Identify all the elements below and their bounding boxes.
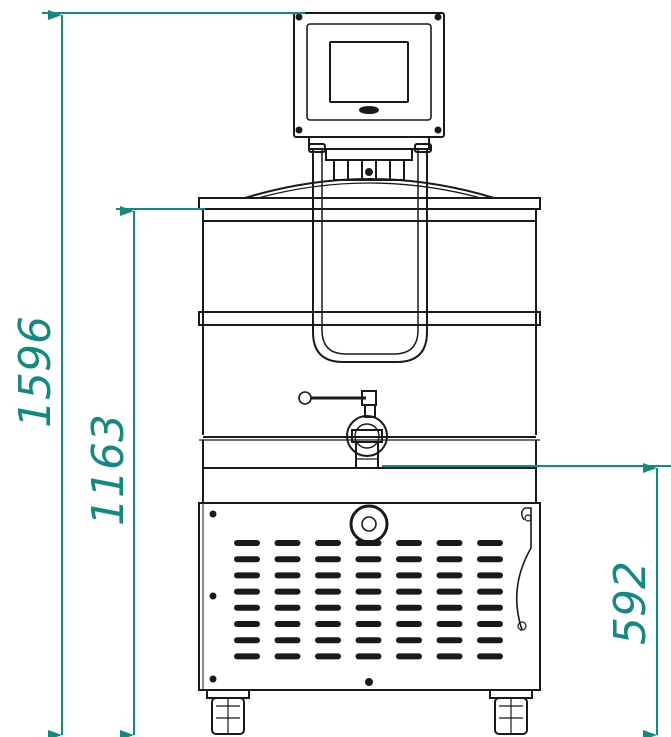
vent-slot bbox=[355, 637, 382, 644]
vent-slot bbox=[477, 604, 503, 611]
vent-slot bbox=[355, 653, 382, 660]
vent-slot bbox=[396, 572, 422, 579]
vent-slot bbox=[315, 588, 341, 595]
caster-right bbox=[489, 689, 533, 735]
vent-slot bbox=[234, 572, 260, 579]
vent-slot bbox=[436, 637, 463, 644]
vent-slot bbox=[396, 653, 422, 660]
vent-slot bbox=[274, 556, 301, 563]
dimension-label-outlet: 592 bbox=[605, 561, 656, 645]
vent-slot bbox=[436, 540, 463, 546]
outlet-valve bbox=[298, 390, 388, 469]
vent-slot bbox=[274, 637, 301, 644]
vent-slot bbox=[315, 556, 341, 563]
vent-slot bbox=[396, 621, 422, 627]
vent-slot bbox=[436, 621, 463, 627]
vent-slot bbox=[355, 556, 382, 563]
vent-slot bbox=[477, 653, 503, 660]
vent-slot bbox=[274, 604, 301, 611]
vent-slot bbox=[274, 653, 301, 660]
vent-slot bbox=[355, 621, 382, 627]
dimension-outlet-height bbox=[382, 463, 671, 737]
logo-mark bbox=[359, 106, 379, 114]
vent-slot bbox=[477, 540, 503, 546]
vent-slot bbox=[396, 556, 422, 563]
vent-slot bbox=[315, 540, 341, 546]
vent-slot bbox=[234, 653, 260, 660]
vent-slot bbox=[477, 588, 503, 595]
machine bbox=[198, 12, 541, 735]
dimension-body-height bbox=[116, 206, 205, 737]
vent-slot bbox=[396, 604, 422, 611]
vent-slot bbox=[274, 572, 301, 579]
dimension-total-height bbox=[42, 10, 305, 737]
panel-bracket bbox=[308, 136, 430, 181]
vent-slot bbox=[396, 588, 422, 595]
vent-slot bbox=[315, 572, 341, 579]
lid bbox=[198, 178, 541, 222]
vent-slot bbox=[477, 556, 503, 563]
vent-slot bbox=[355, 572, 382, 579]
vent-slot bbox=[477, 637, 503, 644]
dimension-lines bbox=[42, 10, 671, 737]
vent-slot bbox=[234, 556, 260, 563]
vent-slot bbox=[436, 653, 463, 660]
vent-slot bbox=[234, 588, 260, 595]
vent-slot bbox=[274, 588, 301, 595]
dimension-labels: 1596 1163 592 bbox=[10, 316, 656, 645]
vent-slot bbox=[315, 604, 341, 611]
vent-slot bbox=[436, 588, 463, 595]
control-panel bbox=[293, 12, 445, 138]
vent-slot bbox=[477, 621, 503, 627]
vent-slot bbox=[274, 621, 301, 627]
vent-slots bbox=[234, 540, 503, 660]
vent-slot bbox=[396, 540, 422, 546]
vent-slot bbox=[477, 572, 503, 579]
vent-slot bbox=[355, 588, 382, 595]
vent-slot bbox=[234, 621, 260, 627]
vent-slot bbox=[436, 556, 463, 563]
vent-slot bbox=[234, 637, 260, 644]
vent-slot bbox=[315, 637, 341, 644]
vent-slot bbox=[396, 637, 422, 644]
vent-slot bbox=[355, 604, 382, 611]
base-cabinet bbox=[198, 502, 541, 691]
vent-slot bbox=[436, 604, 463, 611]
dimension-label-body: 1163 bbox=[83, 414, 134, 526]
caster-left bbox=[206, 689, 250, 735]
vent-slot bbox=[436, 572, 463, 579]
handle bbox=[308, 143, 432, 363]
vent-slot bbox=[315, 621, 341, 627]
vent-slot bbox=[355, 540, 382, 546]
dimension-label-total: 1596 bbox=[10, 316, 61, 428]
vent-slot bbox=[234, 604, 260, 611]
vent-slot bbox=[274, 540, 301, 546]
vent-slot bbox=[234, 540, 260, 546]
vent-slot bbox=[315, 653, 341, 660]
